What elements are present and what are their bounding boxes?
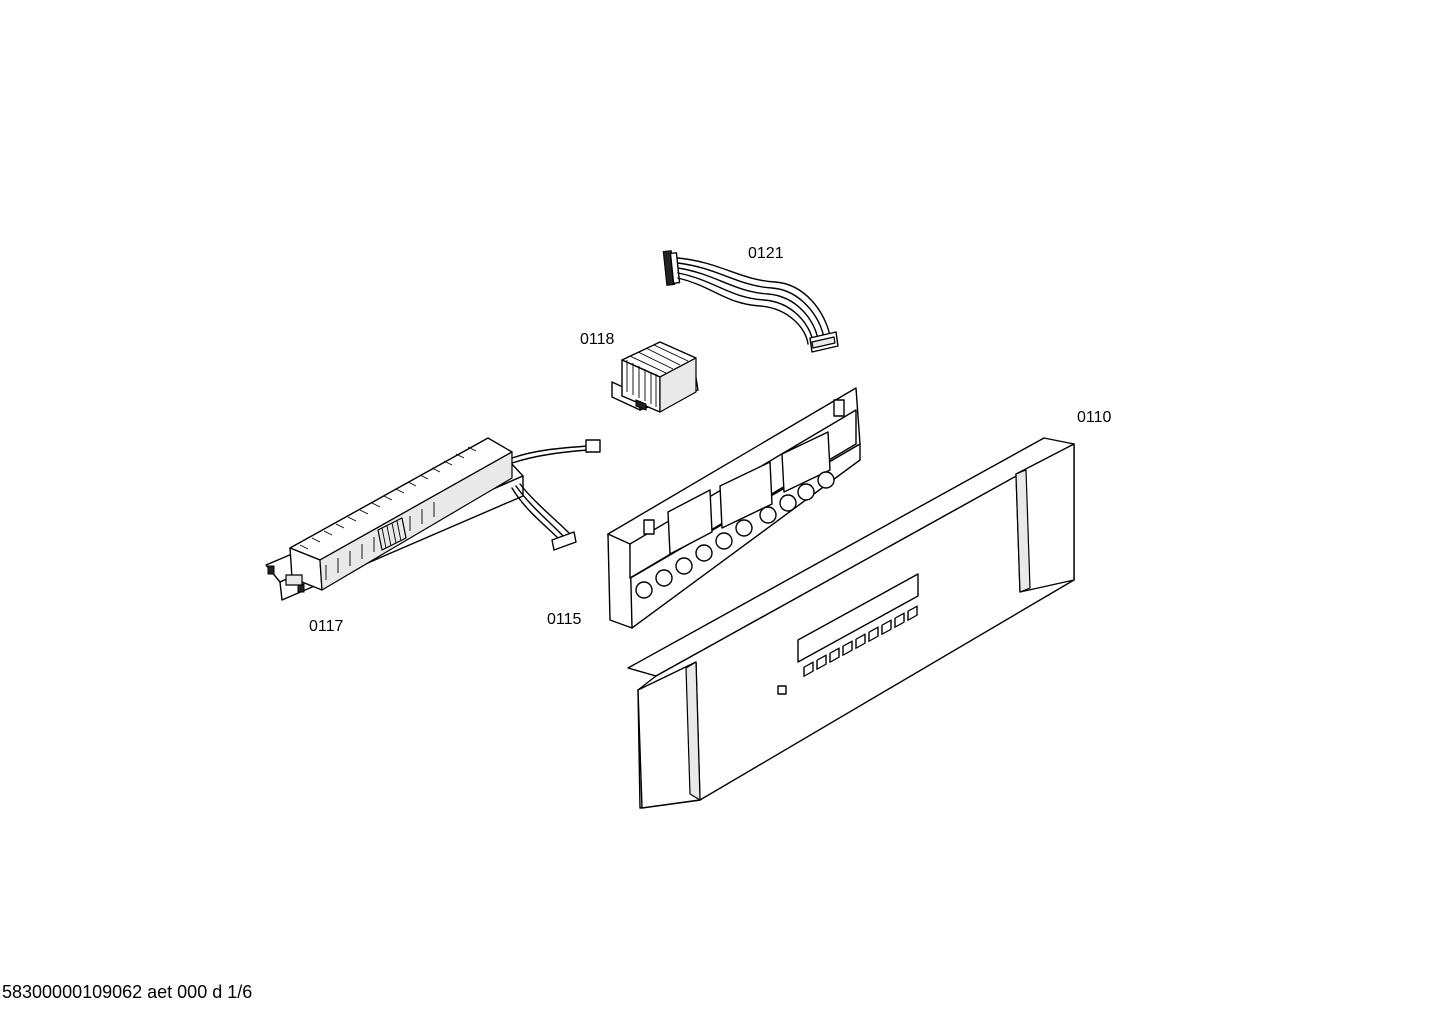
front-panel-0110[interactable] <box>627 437 1075 809</box>
document-code: 58300000109062 aet 000 d 1/6 <box>2 982 253 1002</box>
button-panel-0115[interactable] <box>607 387 861 629</box>
knob-row <box>635 471 835 599</box>
part-label-0117: 0117 <box>309 618 344 635</box>
panel-button-row <box>777 605 918 695</box>
control-board-0117[interactable] <box>265 437 601 601</box>
wire-harness-0121[interactable] <box>662 250 839 353</box>
part-label-0115: 0115 <box>547 611 582 628</box>
part-label-0118: 0118 <box>580 331 615 348</box>
heat-sink-0118[interactable] <box>611 341 699 413</box>
part-label-0121: 0121 <box>748 245 784 262</box>
part-label-0110: 0110 <box>1077 409 1112 426</box>
